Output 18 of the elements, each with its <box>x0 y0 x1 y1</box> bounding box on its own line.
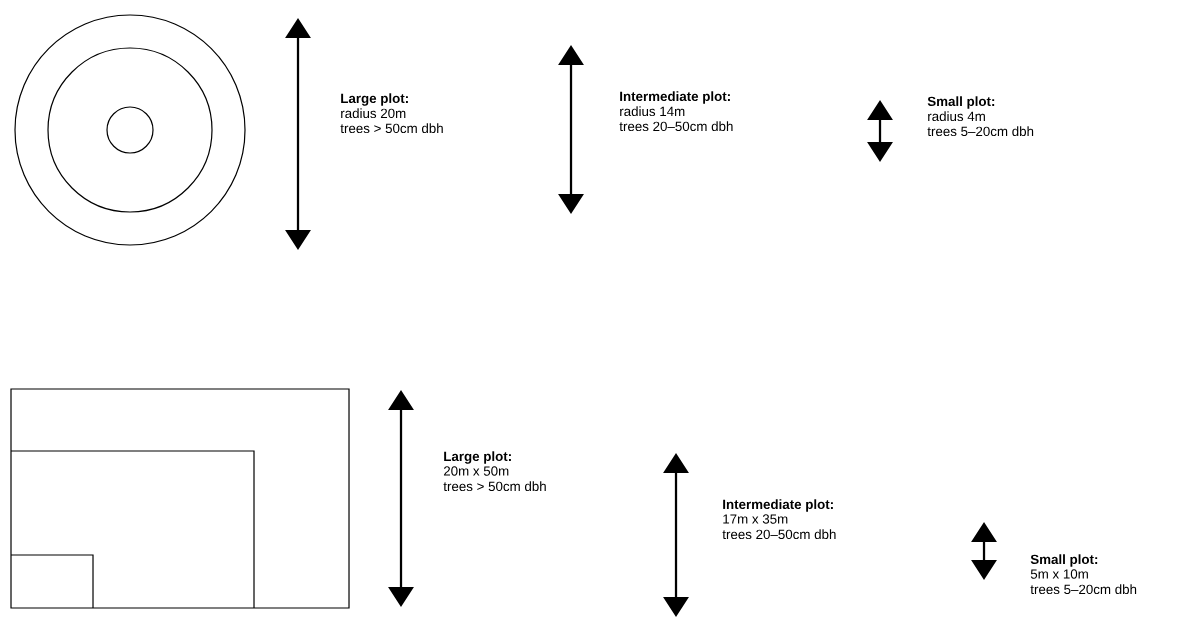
tree-size-range: trees 20–50cm dbh <box>722 529 836 540</box>
plot-heading: Intermediate plot: <box>723 499 833 512</box>
tree-size-range: trees 20–50cm dbh <box>619 121 733 132</box>
tree-size-range: trees 5–20cm dbh <box>927 126 1034 137</box>
tree-size-range: trees 5–20cm dbh <box>1030 584 1137 595</box>
plot-dimension: 20m x 50m <box>443 466 509 476</box>
tree-size-range: trees > 50cm dbh <box>443 481 546 492</box>
plot-heading: Large plot: <box>444 451 511 464</box>
plot-dimension: radius 20m <box>341 108 406 119</box>
plot-heading: Small plot: <box>1030 554 1098 567</box>
plot-dimension: 17m x 35m <box>723 514 788 524</box>
plot-dimension: 5m x 10m <box>1030 569 1088 579</box>
plot-heading: Intermediate plot: <box>620 91 730 104</box>
plot-dimension: radius 14m <box>620 106 685 117</box>
tree-size-range: trees > 50cm dbh <box>340 123 443 134</box>
plot-heading: Small plot: <box>927 96 995 109</box>
plot-heading: Large plot: <box>341 93 408 106</box>
plot-dimension: radius 4m <box>928 111 985 122</box>
